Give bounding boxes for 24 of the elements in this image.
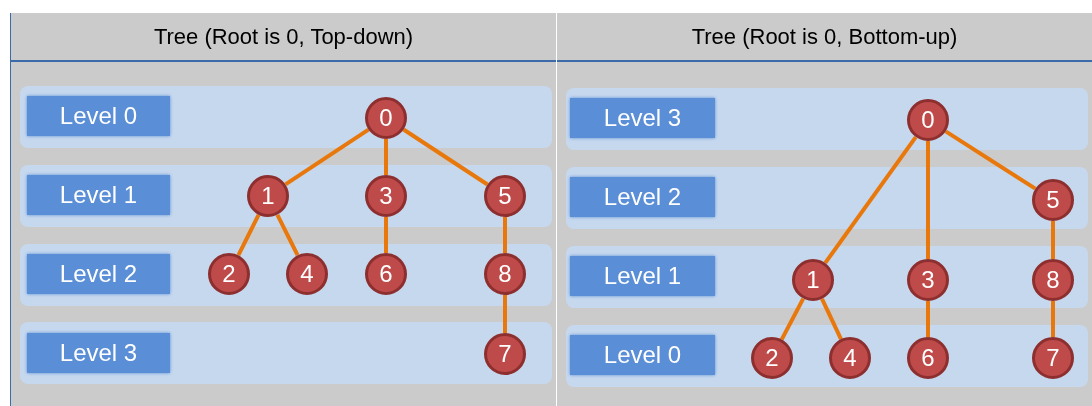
level-label: Level 2 xyxy=(570,177,715,217)
tree-edge xyxy=(926,301,930,337)
tree-edge xyxy=(1051,301,1055,337)
tree-panel xyxy=(557,13,1092,406)
tree-edge xyxy=(503,295,507,333)
level-label: Level 3 xyxy=(570,98,715,138)
tree-edge xyxy=(926,141,930,259)
tree-edge xyxy=(823,135,918,265)
tree-edge xyxy=(944,129,1037,191)
level-label: Level 1 xyxy=(570,256,715,296)
tree-edge xyxy=(384,217,388,253)
level-label: Level 0 xyxy=(27,96,170,136)
level-label: Level 1 xyxy=(27,175,170,215)
tree-edge xyxy=(503,217,507,253)
tree-edge xyxy=(1051,221,1055,259)
tree-edge xyxy=(384,139,388,175)
panel-title: Tree (Root is 0, Top-down) xyxy=(153,25,414,48)
tree-panel xyxy=(11,13,556,406)
tree-edge xyxy=(402,127,489,187)
tree-edge xyxy=(284,127,370,187)
level-label: Level 0 xyxy=(570,335,715,375)
level-label: Level 2 xyxy=(27,254,170,294)
level-label: Level 3 xyxy=(27,333,170,373)
panel-title: Tree (Root is 0, Bottom-up) xyxy=(691,25,958,48)
